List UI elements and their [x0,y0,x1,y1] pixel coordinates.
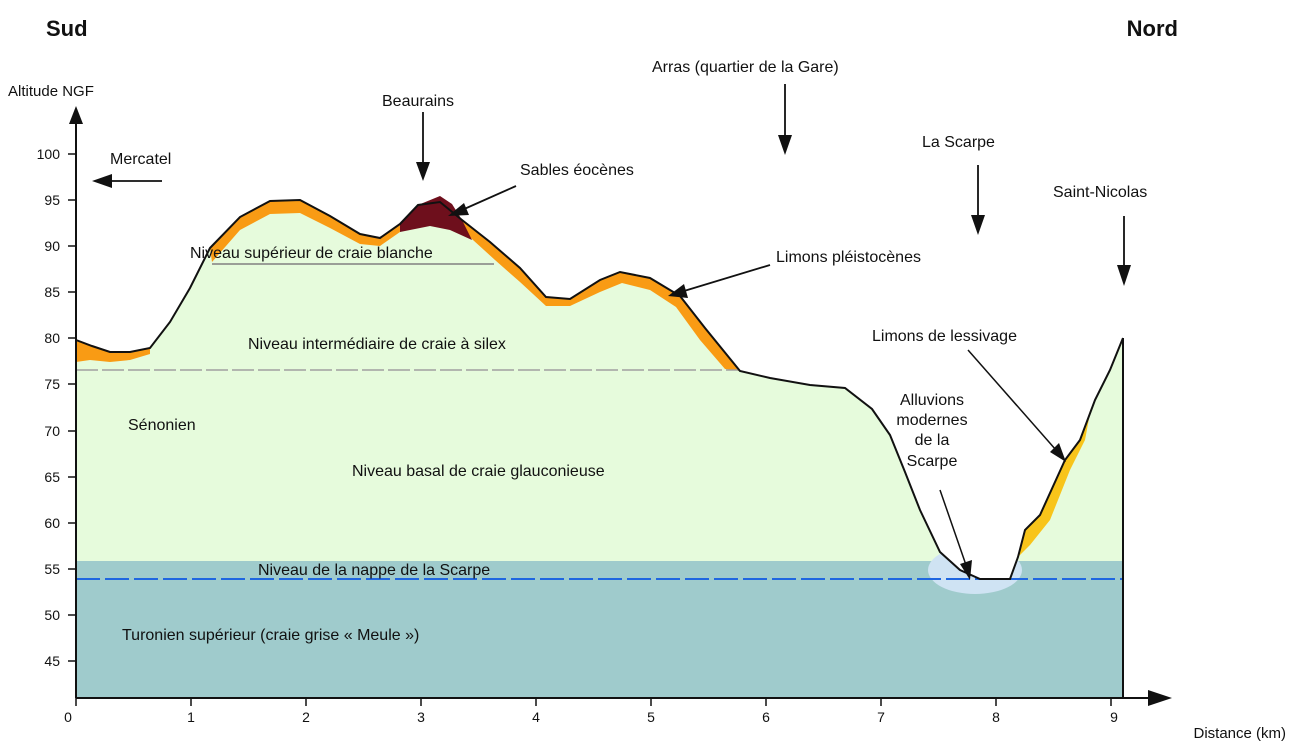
y-axis-title: Altitude NGF [8,83,94,100]
sables-eocenes [400,196,472,240]
turonien-label: Turonien supérieur (craie grise « Meule … [122,627,419,644]
x-tick-label: 2 [302,709,310,725]
x-tick-label: 5 [647,709,655,725]
y-tick-label: 80 [44,330,60,346]
alluvions-label-line: modernes [896,412,967,429]
limons-pointer-line [683,264,771,292]
craie-glauconieuse-label: Niveau basal de craie glauconieuse [352,463,605,480]
y-tick-label: 55 [44,561,60,577]
north-label: Nord [1127,16,1178,41]
x-axis-arrowhead [1148,690,1172,706]
scarpe-label: La Scarpe [922,134,995,151]
y-tick-label: 60 [44,515,60,531]
sables-pointer-line [461,185,517,211]
y-tick-label: 50 [44,607,60,623]
x-tick-label: 0 [64,709,72,725]
arras-label: Arras (quartier de la Gare) [652,59,839,76]
senonien-label: Sénonien [128,417,196,434]
craie-silex-label: Niveau intermédiaire de craie à silex [248,336,506,353]
x-tick-labels: 0 1 2 3 4 5 6 7 8 9 [64,709,1118,725]
y-tick-label: 95 [44,192,60,208]
alluvions-pointer-line [939,489,967,566]
nappe-label: Niveau de la nappe de la Scarpe [258,562,490,579]
limons-lessivage-label: Limons de lessivage [872,328,1017,345]
limons-pointer-head [668,284,688,298]
scarpe-arrow-head [971,215,985,235]
x-tick-label: 9 [1110,709,1118,725]
limons-pleistocenes-label: Limons pléistocènes [776,249,921,266]
y-tick-label: 65 [44,469,60,485]
south-label: Sud [46,16,88,41]
x-tick-label: 3 [417,709,425,725]
x-tick-label: 1 [187,709,195,725]
limons-pleistocenes-plateau [210,200,740,371]
y-tick-label: 45 [44,653,60,669]
x-tick-label: 7 [877,709,885,725]
y-ticks [68,153,76,662]
mercatel-arrow-head [92,174,112,188]
x-ticks [75,698,1112,706]
x-tick-label: 8 [992,709,1000,725]
y-tick-label: 75 [44,376,60,392]
x-tick-label: 6 [762,709,770,725]
y-axis-arrowhead [69,106,83,124]
beaurains-label: Beaurains [382,93,454,110]
ground-profile-line [75,198,1124,580]
sables-eocenes-label: Sables éocènes [520,162,634,179]
beaurains-arrow-head [416,162,430,181]
limons-pleistocenes-west [76,340,150,362]
craie-blanche-label: Niveau supérieur de craie blanche [190,245,433,262]
sables-pointer-head [448,203,469,216]
lessivage-pointer-head [1050,443,1066,462]
y-tick-label: 70 [44,423,60,439]
arras-arrow-head [778,135,792,155]
y-tick-label: 85 [44,284,60,300]
saint-nicolas-label: Saint-Nicolas [1053,184,1147,201]
y-tick-label: 100 [37,146,61,162]
y-tick-labels: 100 95 90 85 80 75 70 65 60 55 50 45 [37,146,61,669]
saint-nicolas-arrow-head [1117,265,1131,286]
mercatel-label: Mercatel [110,151,171,168]
alluvions-label-line: de la [915,432,950,449]
y-tick-label: 90 [44,238,60,254]
alluvions-label-line: Scarpe [907,453,958,470]
lessivage-pointer-line [967,349,1057,451]
alluvions-label: Alluvions modernes de la Scarpe [896,392,967,470]
alluvions-pointer-head [960,560,972,580]
alluvions-label-line: Alluvions [900,392,964,409]
x-tick-label: 4 [532,709,540,725]
x-axis-title: Distance (km) [1193,725,1286,742]
